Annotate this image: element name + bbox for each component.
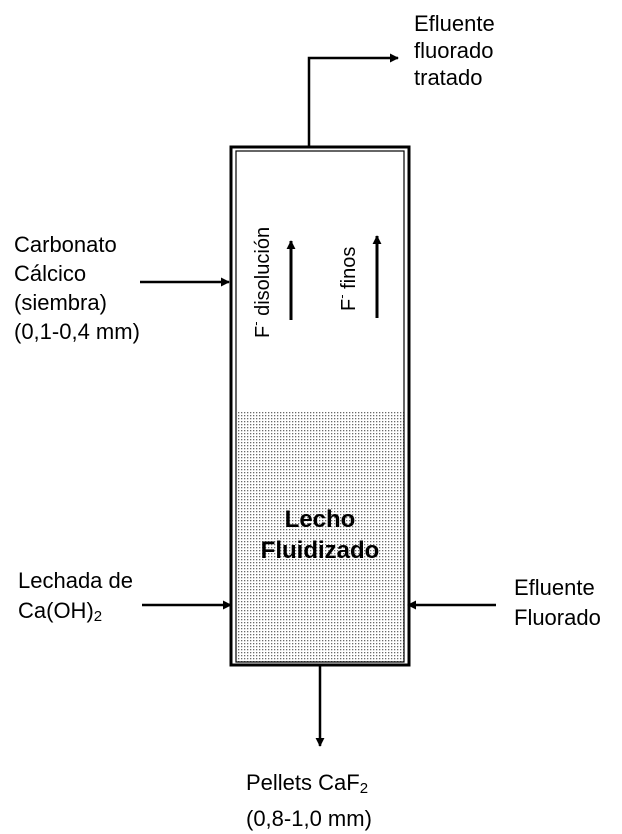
treated-effluent-line3: tratado [414, 65, 483, 90]
bed-line1: Lecho [284, 506, 356, 533]
fluorinated-effluent-label: Efluente Fluorado [514, 573, 601, 633]
carbonate-line1: Carbonato [14, 232, 117, 257]
treated-effluent-outlet-arrow [307, 53, 399, 147]
dissolution-f: F [252, 325, 274, 338]
fluidized-bed-label: Lecho Fluidizado [236, 504, 404, 566]
fines-flow-label: F- finos [334, 247, 361, 311]
dissolution-text: disolución [252, 226, 274, 322]
pellets-subscript: 2 [359, 780, 369, 797]
treated-effluent-line2: fluorado [414, 38, 494, 63]
fines-text: finos [338, 246, 360, 295]
pellets-formula: Pellets CaF [246, 770, 360, 795]
dissolution-sup: - [248, 321, 263, 326]
lime-line2: Ca(OH)2 [18, 596, 133, 632]
pellets-label: Pellets CaF2 (0,8-1,0 mm) [246, 768, 372, 834]
bed-line2: Fluidizado [260, 537, 380, 564]
lime-line1: Lechada de [18, 568, 133, 593]
treated-effluent-label: Efluente fluorado tratado [414, 10, 495, 91]
effluent-in-line1: Efluente [514, 575, 595, 600]
lime-subscript: 2 [93, 608, 103, 625]
pellets-line2: (0,8-1,0 mm) [246, 806, 372, 831]
dissolution-flow-label: F- disolución [248, 227, 275, 338]
treated-effluent-line1: Efluente [414, 11, 495, 36]
lime-formula: Ca(OH) [18, 598, 94, 623]
carbonate-line4: (0,1-0,4 mm) [14, 319, 140, 344]
fluidized-bed [236, 412, 404, 662]
effluent-in-line2: Fluorado [514, 605, 601, 630]
lime-slurry-label: Lechada de Ca(OH)2 [18, 566, 133, 632]
carbonate-label: Carbonato Cálcico (siembra) (0,1-0,4 mm) [14, 230, 140, 346]
carbonate-line3: (siembra) [14, 290, 107, 315]
pellets-line1: Pellets CaF2 [246, 768, 372, 804]
reactor-inner-wall [235, 150, 405, 663]
carbonate-line2: Cálcico [14, 261, 87, 286]
fines-sup: - [334, 294, 349, 299]
fines-f: F [338, 298, 360, 311]
